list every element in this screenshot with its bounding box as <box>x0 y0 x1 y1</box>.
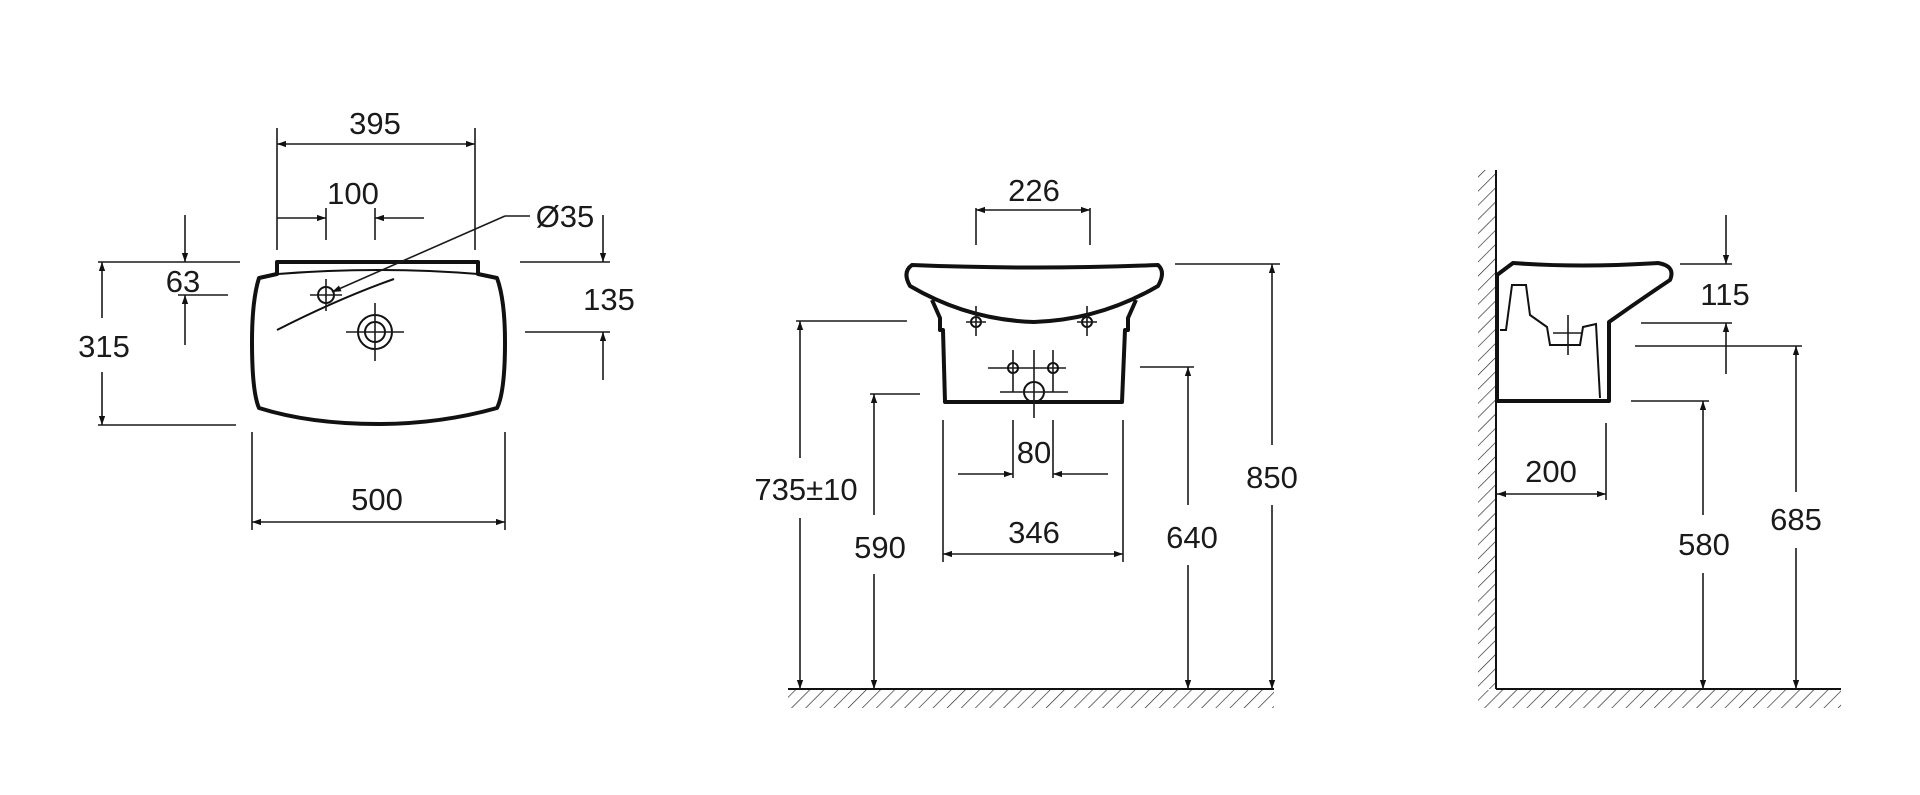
floor-hatch <box>788 690 1274 708</box>
wall-hatch <box>1478 170 1496 689</box>
dim-rim-height: 850 <box>1246 460 1298 495</box>
dim-waste-height: 640 <box>1166 520 1218 555</box>
dim-width-top: 395 <box>349 106 401 141</box>
basin-rim-curve <box>277 269 479 275</box>
basin-inner-curve <box>276 278 395 331</box>
dim-depth: 315 <box>78 329 130 364</box>
basin-side <box>1495 261 1674 403</box>
drain-hole-icon <box>346 303 404 361</box>
top-view: 395 100 Ø35 63 315 135 500 <box>78 106 635 530</box>
dim-tap-spacing: 100 <box>327 176 379 211</box>
side-view: 115 685 580 200 <box>1478 170 1841 708</box>
dim-waste-spacing: 80 <box>1017 435 1051 470</box>
dim-side-waste-height: 685 <box>1770 502 1822 537</box>
basin-outline-top <box>250 260 507 426</box>
tap-hole-icon <box>310 279 342 311</box>
dim-drain-offset: 135 <box>583 282 635 317</box>
dim-pedestal-hole-spacing: 226 <box>1008 173 1060 208</box>
dim-projection: 200 <box>1525 454 1577 489</box>
dim-pedestal-width: 346 <box>1008 515 1060 550</box>
dim-pedestal-bottom-height: 590 <box>854 530 906 565</box>
dim-side-pedestal-bottom-height: 580 <box>1678 527 1730 562</box>
dim-width-overall: 500 <box>351 482 403 517</box>
front-view: 226 735±10 590 640 850 80 346 <box>754 173 1298 708</box>
waste-holes-front-icon <box>988 350 1068 418</box>
dim-rim-to-waste: 115 <box>1700 277 1749 312</box>
tap-holes-front-icon <box>966 306 1097 336</box>
dim-mounting-height: 735±10 <box>754 472 857 507</box>
basin-front <box>904 263 1164 324</box>
waste-side-icon <box>1553 315 1583 355</box>
dim-hole-diameter: Ø35 <box>536 199 595 234</box>
floor-hatch-side <box>1478 690 1841 708</box>
basin-inner-side <box>1500 284 1601 399</box>
dim-tap-offset: 63 <box>166 264 200 299</box>
